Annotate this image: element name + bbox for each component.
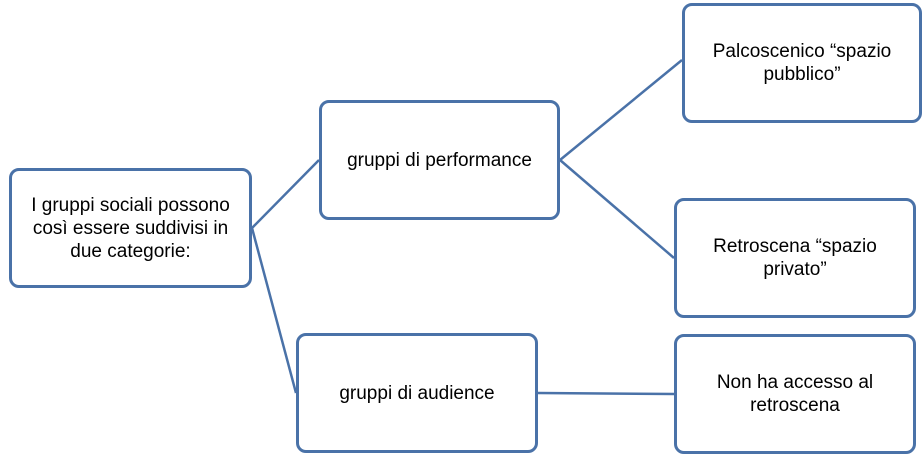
node-retroscena: Retroscena “spazio privato” bbox=[674, 198, 916, 318]
node-gruppi-di-audience: gruppi di audience bbox=[296, 333, 538, 453]
node-gruppi-sociali: I gruppi sociali possono così essere sud… bbox=[9, 168, 252, 288]
connector-audience-to-non-ha-accesso bbox=[537, 391, 675, 396]
node-retroscena-text: Retroscena “spazio privato” bbox=[713, 236, 877, 280]
node-gruppi-di-performance: gruppi di performance bbox=[319, 100, 560, 220]
connector-performance-to-palcoscenico bbox=[559, 59, 683, 161]
node-non-ha-accesso: Non ha accesso al retroscena bbox=[674, 334, 916, 454]
node-gruppi-sociali-text: I gruppi sociali possono così essere sud… bbox=[31, 194, 230, 262]
node-non-ha-accesso-text: Non ha accesso al retroscena bbox=[716, 372, 874, 416]
node-gruppi-di-audience-text: gruppi di audience bbox=[339, 382, 495, 404]
connector-root-to-audience bbox=[250, 227, 298, 394]
connector-root-to-performance bbox=[251, 159, 320, 229]
node-palcoscenico: Palcoscenico “spazio pubblico” bbox=[682, 3, 922, 123]
node-gruppi-di-performance-text: gruppi di performance bbox=[347, 149, 532, 171]
node-palcoscenico-text: Palcoscenico “spazio pubblico” bbox=[712, 41, 892, 85]
connector-performance-to-retroscena bbox=[559, 159, 675, 259]
